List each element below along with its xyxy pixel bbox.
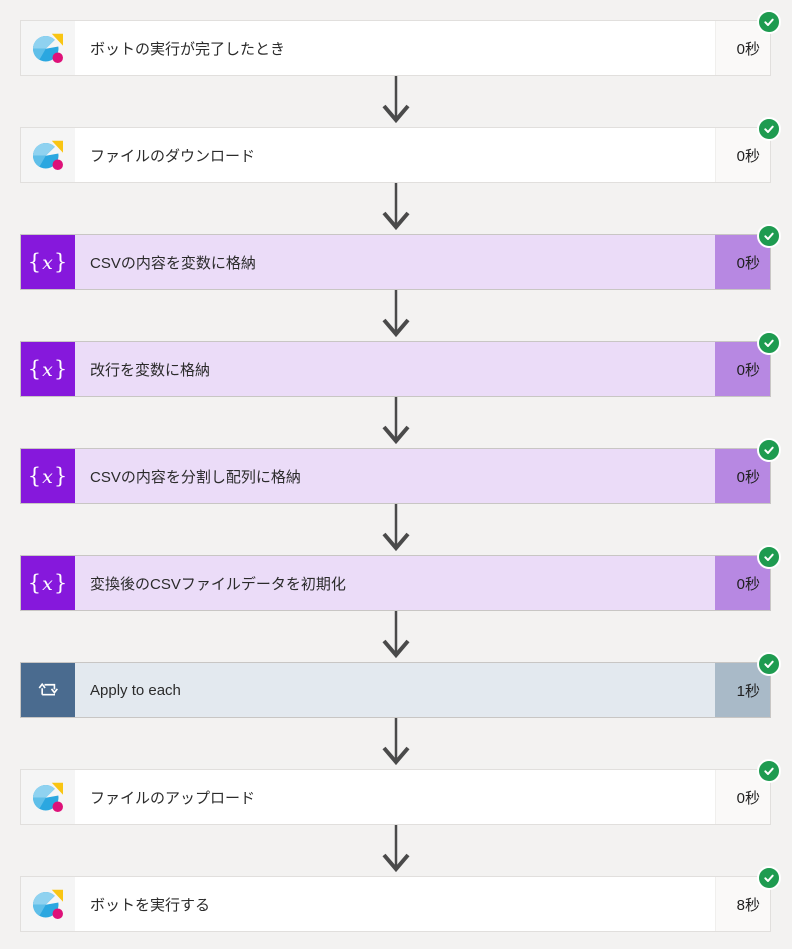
step-title: ボットを実行する xyxy=(90,896,211,914)
flow-step[interactable]: {x} 変換後のCSVファイルデータを初期化 0秒 xyxy=(20,545,781,611)
foreach-loop-icon xyxy=(21,663,75,717)
connector-arrow xyxy=(20,718,771,769)
flow-run-diagram: ボットの実行が完了したとき 0秒 ファイルのダウンロード 0秒 {x} CSVの… xyxy=(20,0,781,932)
step-title: ファイルのダウンロード xyxy=(90,147,256,165)
connector-arrow xyxy=(20,825,771,876)
connector-arrow xyxy=(20,290,771,341)
automation-anywhere-icon xyxy=(21,877,75,931)
connector-arrow xyxy=(20,504,771,555)
success-badge-icon xyxy=(757,117,781,141)
step-title: ボットの実行が完了したとき xyxy=(90,40,286,58)
step-title: Apply to each xyxy=(90,681,181,699)
success-badge-icon xyxy=(757,10,781,34)
flow-step[interactable]: {x} 改行を変数に格納 0秒 xyxy=(20,331,781,397)
connector-arrow xyxy=(20,183,771,234)
flow-step-apply-to-each[interactable]: Apply to each 1秒 xyxy=(20,652,781,718)
success-badge-icon xyxy=(757,545,781,569)
connector-arrow xyxy=(20,76,771,127)
success-badge-icon xyxy=(757,438,781,462)
flow-step[interactable]: ボットを実行する 8秒 xyxy=(20,866,781,932)
variable-icon: {x} xyxy=(21,235,75,289)
flow-step[interactable]: {x} CSVの内容を分割し配列に格納 0秒 xyxy=(20,438,781,504)
success-badge-icon xyxy=(757,331,781,355)
step-duration: 0秒 xyxy=(715,128,770,182)
automation-anywhere-icon xyxy=(21,128,75,182)
success-badge-icon xyxy=(757,652,781,676)
variable-icon: {x} xyxy=(21,342,75,396)
success-badge-icon xyxy=(757,866,781,890)
step-title: CSVの内容を分割し配列に格納 xyxy=(90,468,301,486)
step-title: 改行を変数に格納 xyxy=(90,361,211,379)
success-badge-icon xyxy=(757,759,781,783)
flow-step[interactable]: ファイルのダウンロード 0秒 xyxy=(20,117,781,183)
step-title: ファイルのアップロード xyxy=(90,789,256,807)
connector-arrow xyxy=(20,611,771,662)
variable-icon: {x} xyxy=(21,449,75,503)
flow-step-trigger[interactable]: ボットの実行が完了したとき 0秒 xyxy=(20,10,781,76)
flow-step[interactable]: {x} CSVの内容を変数に格納 0秒 xyxy=(20,224,781,290)
success-badge-icon xyxy=(757,224,781,248)
step-title: 変換後のCSVファイルデータを初期化 xyxy=(90,575,346,593)
automation-anywhere-icon xyxy=(21,770,75,824)
connector-arrow xyxy=(20,397,771,448)
step-title: CSVの内容を変数に格納 xyxy=(90,254,256,272)
automation-anywhere-icon xyxy=(21,21,75,75)
variable-icon: {x} xyxy=(21,556,75,610)
flow-step[interactable]: ファイルのアップロード 0秒 xyxy=(20,759,781,825)
